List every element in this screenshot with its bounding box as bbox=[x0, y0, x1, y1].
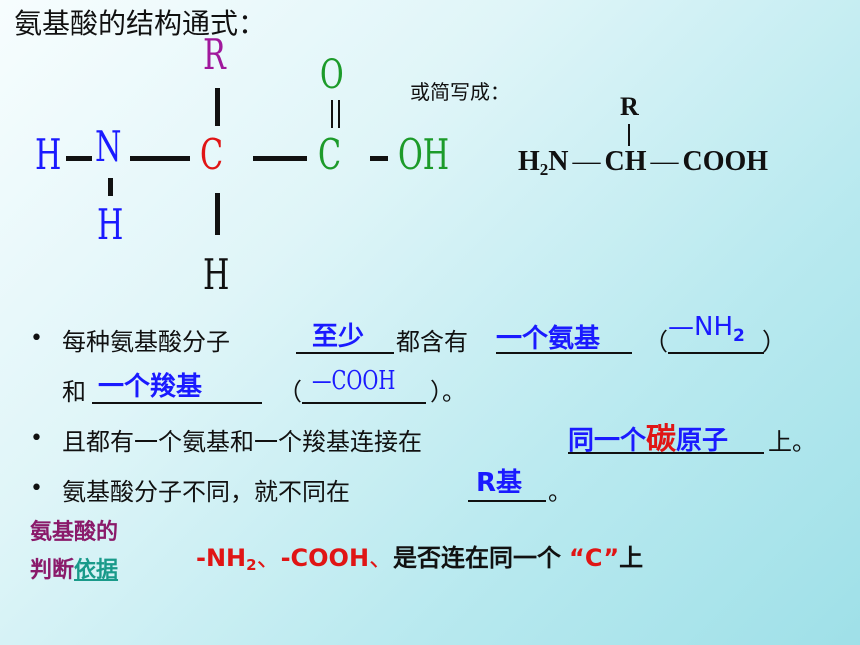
criteria-text: -NH2、-COOH、是否连在同一个“C”上 bbox=[196, 538, 643, 574]
bullet-1-line2-paren-open: （ bbox=[278, 378, 302, 406]
simplified-h2n-n: N bbox=[548, 146, 569, 177]
simplified-dash2: — bbox=[650, 146, 679, 177]
bullet-2-text-b: 上。 bbox=[768, 428, 816, 456]
formula-h-below-n: H bbox=[97, 200, 124, 249]
simplified-r: R bbox=[620, 92, 639, 121]
criteria-label-line1: 氨基酸的 bbox=[30, 520, 119, 545]
bullet-1-dot: • bbox=[30, 326, 43, 351]
criteria-end: 上 bbox=[619, 544, 644, 572]
bond-c-c bbox=[253, 156, 307, 161]
criteria-cooh: -COOH bbox=[280, 544, 370, 572]
blank-4-underline bbox=[92, 402, 262, 404]
blank-3-underline bbox=[668, 352, 764, 354]
blank-7-underline bbox=[468, 500, 546, 502]
criteria-sep2: 、 bbox=[369, 544, 394, 572]
bullet-3-text-b: 。 bbox=[548, 478, 572, 506]
criteria-nh2-main: -NH bbox=[196, 544, 247, 572]
answer-nh2-sub: 2 bbox=[733, 326, 745, 346]
bullet-2-text-a: 且都有一个氨基和一个羧基连接在 bbox=[62, 428, 422, 456]
simplified-dash1: — bbox=[572, 146, 601, 177]
bullet-1-text-a: 每种氨基酸分子 bbox=[62, 328, 230, 356]
bullet-2-dot: • bbox=[30, 426, 43, 451]
answer-one-carboxyl: 一个羧基 bbox=[98, 372, 203, 402]
bond-h-n bbox=[66, 156, 92, 161]
answer-nh2: —NH2 bbox=[668, 312, 745, 346]
double-bond-line2 bbox=[338, 100, 340, 128]
answer-nh2-main: —NH bbox=[668, 312, 733, 342]
blank-2-underline bbox=[496, 352, 632, 354]
blank-6-underline bbox=[568, 452, 764, 454]
answer-carbon: 碳 bbox=[646, 422, 677, 457]
answer-same-carbon: 同一个碳原子 bbox=[568, 414, 728, 458]
bullet-1-paren-open: （ bbox=[644, 328, 668, 356]
simplified-label: 或简写成： bbox=[410, 80, 510, 104]
criteria-nh2: -NH2 bbox=[196, 544, 257, 574]
blank-5-underline bbox=[302, 402, 426, 404]
bullet-3-dot: • bbox=[30, 476, 43, 501]
formula-oh: OH bbox=[398, 130, 450, 179]
formula-n: N bbox=[95, 122, 122, 171]
criteria-nh2-sub: 2 bbox=[246, 556, 257, 574]
formula-h-below-c: H bbox=[203, 250, 230, 299]
formula-c-carboxyl: C bbox=[318, 130, 342, 179]
criteria-c: “C” bbox=[569, 544, 620, 572]
blank-1-underline bbox=[296, 352, 394, 354]
answer-atom: 原子 bbox=[676, 426, 729, 456]
simplified-cooh: COOH bbox=[682, 146, 769, 177]
bullet-1-paren-close: ） bbox=[762, 328, 786, 356]
bullet-1-line2-text: 和 bbox=[62, 378, 86, 406]
answer-at-least: 至少 bbox=[312, 322, 365, 352]
formula-r: R bbox=[203, 30, 226, 79]
bond-n-c bbox=[130, 156, 190, 161]
bond-c-h bbox=[215, 193, 220, 235]
criteria-rest: 是否连在同一个 bbox=[393, 544, 562, 572]
answer-same: 同一个 bbox=[568, 426, 647, 456]
answer-r-group: R基 bbox=[476, 468, 523, 498]
bond-c-oh bbox=[370, 156, 388, 161]
bullet-3-text-a: 氨基酸分子不同，就不同在 bbox=[62, 478, 350, 506]
simplified-h2n-h: H bbox=[518, 146, 540, 177]
double-bond-line1 bbox=[331, 100, 333, 128]
bond-r-c bbox=[215, 88, 220, 126]
criteria-label-basis: 依据 bbox=[74, 558, 119, 583]
simplified-formula: H2N—CH—COOH bbox=[518, 146, 768, 180]
formula-h-left: H bbox=[35, 130, 62, 179]
page-title: 氨基酸的结构通式： bbox=[14, 7, 267, 40]
bond-n-h bbox=[108, 178, 113, 196]
formula-c-alpha: C bbox=[200, 130, 224, 179]
criteria-label-judge: 判断 bbox=[30, 558, 75, 583]
simplified-ch: CH bbox=[604, 146, 647, 177]
formula-o: O bbox=[320, 52, 344, 98]
simplified-bond-r bbox=[628, 124, 630, 146]
answer-cooh: —COOH bbox=[312, 366, 396, 396]
answer-one-amino: 一个氨基 bbox=[496, 324, 601, 354]
bullet-1-line2-paren-close: ）。 bbox=[430, 378, 466, 406]
criteria-sep1: 、 bbox=[256, 544, 281, 572]
bullet-1-text-b: 都含有 bbox=[396, 328, 468, 356]
criteria-label-line2: 判断依据 bbox=[30, 552, 118, 584]
simplified-h2n-sub: 2 bbox=[539, 160, 549, 179]
